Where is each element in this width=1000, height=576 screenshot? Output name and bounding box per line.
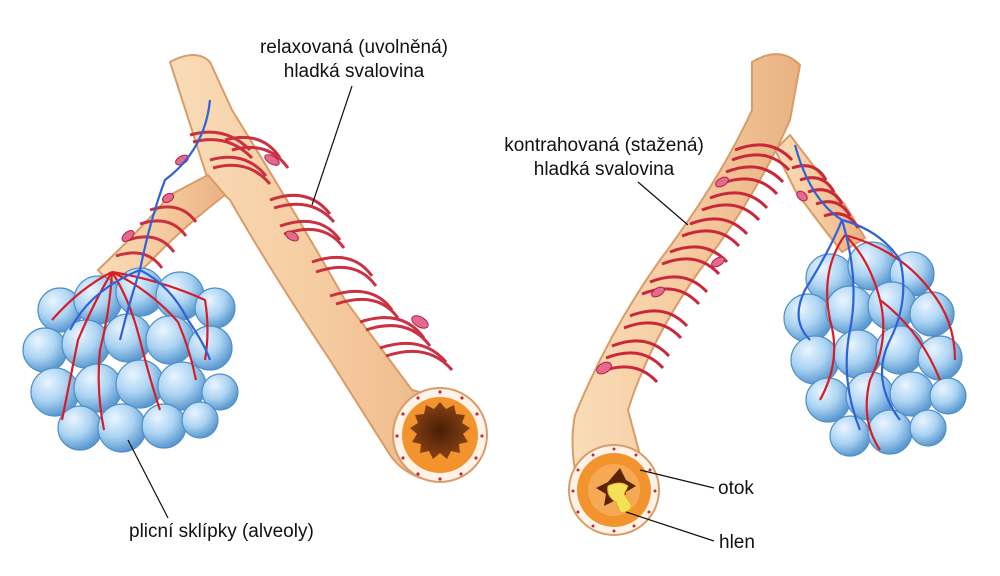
leader-lines xyxy=(127,85,715,542)
contracted-airway-tube xyxy=(571,53,802,472)
contracted-label-line2: hladká svalovina xyxy=(533,159,675,180)
leader-mucus xyxy=(625,511,715,542)
relaxed-label-line2: hladká svalovina xyxy=(283,61,425,82)
contracted-muscle-label: kontrahovaná (stažená) hladká svalovina xyxy=(464,134,744,182)
relaxed-muscle-label: relaxovaná (uvolněná) hladká svalovina xyxy=(214,36,494,84)
contracted-muscle-nodules xyxy=(596,176,808,375)
contracted-cross-section xyxy=(568,444,660,536)
leader-relaxed xyxy=(311,85,353,206)
right-arteries xyxy=(819,233,957,451)
leader-edema xyxy=(639,469,715,489)
leader-contracted xyxy=(637,181,689,226)
relaxed-bronchus xyxy=(22,54,488,483)
relaxed-muscle-nodules xyxy=(121,154,429,329)
relaxed-lumen xyxy=(410,402,470,459)
edema-label: otok xyxy=(718,478,754,499)
mucus-plug xyxy=(607,482,633,513)
relaxed-cross-section xyxy=(392,387,488,483)
contracted-label-line1: kontrahovaná (stažená) xyxy=(504,135,704,156)
contracted-bronchus xyxy=(568,53,967,536)
left-veins xyxy=(69,99,212,361)
relaxed-smooth-muscle xyxy=(115,130,454,371)
right-veins xyxy=(793,144,905,431)
contracted-side-branch xyxy=(773,133,867,254)
relaxed-label-line1: relaxovaná (uvolněná) xyxy=(259,37,448,58)
leader-alveoli xyxy=(127,439,169,519)
alveoli-label: plicní sklípky (alveoly) xyxy=(129,521,314,542)
left-alveoli-cluster xyxy=(22,267,239,453)
right-alveoli-cluster xyxy=(783,241,967,457)
mucus-label: hlen xyxy=(719,532,755,553)
